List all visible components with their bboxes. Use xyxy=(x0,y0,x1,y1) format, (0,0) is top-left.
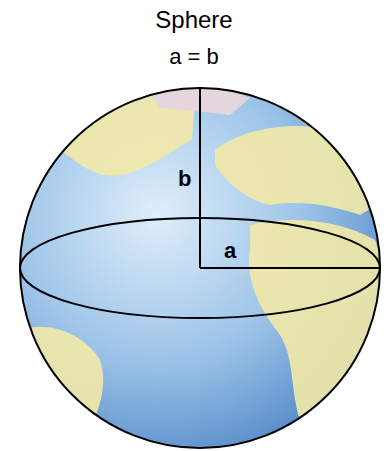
equality-note: a = b xyxy=(169,44,219,70)
diagram-title: Sphere xyxy=(155,6,232,34)
equatorial-radius-label: a xyxy=(224,238,236,264)
polar-radius xyxy=(199,88,201,268)
land-masses xyxy=(15,88,385,450)
polar-radius-label: b xyxy=(178,166,191,192)
globe-outline xyxy=(20,88,380,448)
equatorial-radius xyxy=(200,267,380,269)
